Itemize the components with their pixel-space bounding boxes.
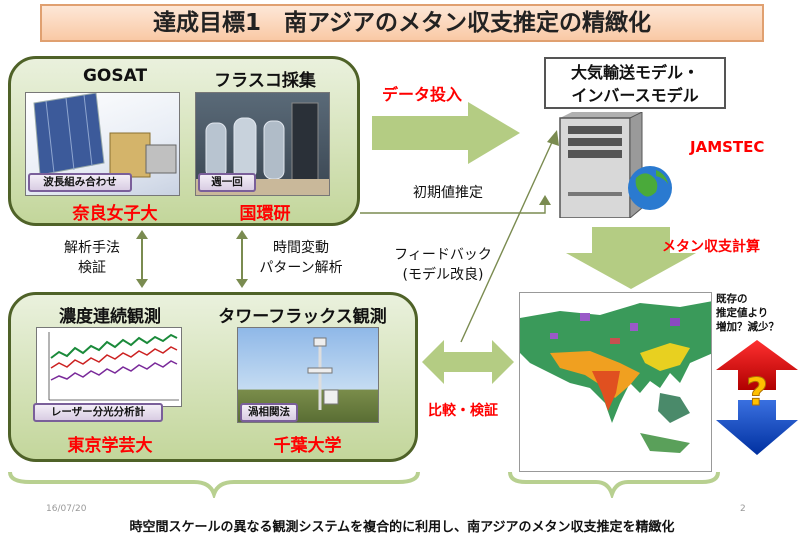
feedback-line2: (モデル改良)	[402, 267, 484, 283]
slide-date: 16/07/20	[46, 504, 87, 514]
map-note-line1: 既存の	[716, 293, 748, 305]
analysis-method-line1: 解析手法	[64, 240, 120, 256]
analysis-method-label: 解析手法 検証	[50, 238, 134, 278]
initial-estimate-connector	[360, 195, 551, 214]
vertical-double-arrow-right	[236, 230, 248, 288]
left-brace	[8, 471, 420, 498]
feedback-arrow	[460, 130, 559, 343]
feedback-line1: フィードバック	[394, 247, 492, 263]
compare-double-arrow	[422, 340, 514, 384]
nies-label: 国環研	[239, 204, 291, 224]
slide-title: 達成目標1 南アジアのメタン収支推定の精緻化	[40, 4, 764, 42]
concentration-chart-image	[36, 327, 182, 407]
methane-calc-arrow	[566, 227, 696, 289]
time-variation-line2: パターン解析	[259, 260, 343, 276]
eddy-covariance-badge: 渦相関法	[240, 403, 298, 422]
initial-estimate-label: 初期値推定	[413, 185, 483, 201]
summary-footer: 時空間スケールの異なる観測システムを複合的に利用し、南アジアのメタン収支推定を精…	[129, 520, 675, 535]
time-variation-line1: 時間変動	[273, 240, 329, 256]
map-note-line2: 推定値より	[716, 307, 769, 319]
nara-womens-univ-label: 奈良女子大	[72, 204, 158, 224]
jamstec-label: JAMSTEC	[690, 138, 765, 156]
data-input-label: データ投入	[382, 85, 463, 104]
methane-calc-label: メタン収支計算	[662, 239, 760, 255]
transport-inverse-model-box: 大気輸送モデル・ インバースモデル	[544, 57, 726, 109]
wavelength-badge: 波長組み合わせ	[28, 173, 132, 192]
flask-sampling-photo	[195, 92, 330, 196]
map-note-line3: 増加？減少？	[716, 321, 779, 333]
satellite-illustration	[33, 93, 177, 178]
concentration-plot-illustration	[48, 332, 179, 401]
increase-decrease-arrows	[716, 340, 798, 455]
south-asia-methane-map	[519, 292, 712, 472]
map-note: 既存の 推定値より 増加？減少？	[716, 292, 779, 334]
feedback-label: フィードバック (モデル改良)	[383, 245, 503, 285]
page-number: 2	[740, 504, 746, 514]
laser-analyzer-badge: レーザー分光分析計	[33, 403, 163, 422]
vertical-double-arrow-left	[136, 230, 148, 288]
gosat-header: GOSAT	[82, 66, 148, 86]
analysis-method-line2: 検証	[78, 260, 106, 276]
computer-globe-icon	[559, 112, 672, 218]
question-mark: ?	[745, 370, 769, 415]
weekly-badge: 週一回	[198, 173, 256, 192]
tower-illustration	[307, 337, 339, 410]
tokyo-gakugei-label: 東京学芸大	[67, 436, 153, 456]
model-line1: 大気輸送モデル・	[570, 63, 699, 82]
flask-header: フラスコ採集	[214, 71, 316, 91]
compare-verify-label: 比較・検証	[428, 403, 498, 419]
tower-flux-header: タワーフラックス観測	[218, 307, 387, 327]
methane-flux-map-illustration	[520, 301, 711, 453]
model-line2: インバースモデル	[571, 86, 699, 105]
data-input-arrow	[372, 102, 520, 164]
continuous-obs-header: 濃度連続観測	[59, 307, 161, 327]
right-brace	[508, 471, 720, 498]
chiba-univ-label: 千葉大学	[273, 436, 342, 456]
time-variation-label: 時間変動 パターン解析	[246, 238, 356, 278]
